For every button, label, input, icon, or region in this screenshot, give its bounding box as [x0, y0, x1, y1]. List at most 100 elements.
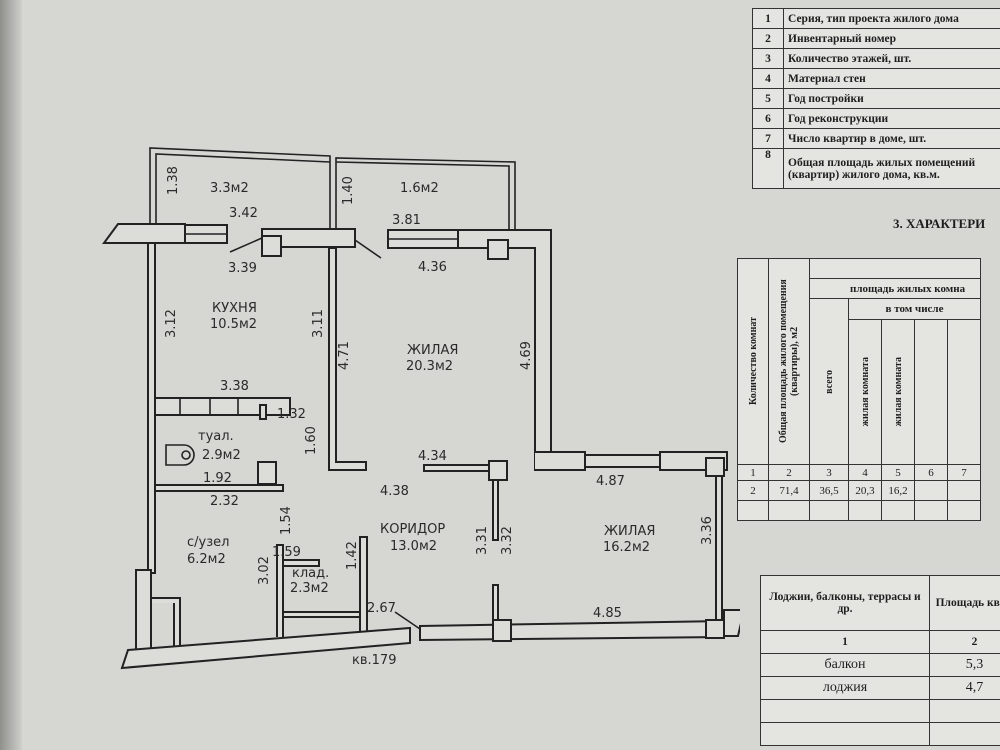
wall [120, 626, 411, 670]
dimension: 4.71 [337, 341, 352, 370]
header-rooms-count: Количество комнат [747, 317, 759, 406]
cell-room2: 16,2 [881, 480, 915, 501]
row-number: 1 [752, 8, 784, 29]
dimension: 2.67 [367, 601, 396, 616]
row-number: 7 [752, 128, 784, 149]
partition [492, 479, 499, 541]
row-label: Материал стен [783, 68, 1000, 89]
row-label: Год реконструкции [783, 108, 1000, 129]
section-title: 3. ХАРАКТЕРИ [893, 216, 986, 231]
balcony-left-wall [149, 147, 331, 235]
dimension: 3.11 [311, 309, 326, 338]
row-label: Инвентарный номер [783, 28, 1000, 49]
row-label: Общая площадь жилых помещений (квартир) … [783, 148, 1000, 189]
cell-living-area: 36,5 [809, 480, 849, 501]
header-living-area: площадь жилых комна [809, 278, 981, 299]
room-area: 2.3м2 [290, 581, 329, 596]
dimension: 1.60 [304, 426, 319, 455]
door-swing [229, 237, 263, 253]
toilet-icon [165, 444, 195, 466]
wall [276, 544, 284, 637]
characteristics-table: Количество комнат Общая площадь жилого п… [737, 258, 981, 521]
wall [423, 464, 491, 472]
row-number: 3 [752, 48, 784, 69]
balcony-right-inner [335, 161, 510, 235]
wall [535, 451, 586, 471]
wall [259, 404, 267, 420]
column [492, 619, 512, 642]
wall [328, 247, 367, 471]
dimension: 1.42 [345, 541, 360, 570]
balcony-left-inner [155, 153, 331, 235]
row-number: 4 [752, 68, 784, 89]
dimension: 3.36 [700, 516, 715, 545]
balcony-right-wall [335, 157, 516, 235]
dimension: 3.42 [229, 206, 258, 221]
room-name: КОРИДОР [380, 522, 445, 537]
room-name: ЖИЛАЯ [407, 343, 458, 358]
column [257, 461, 277, 485]
floor-plan: 3.3м2 1.6м2 КУХНЯ 10.5м2 ЖИЛАЯ 20.3м2 ту… [102, 147, 740, 670]
dimension: 1.59 [272, 545, 301, 560]
row-label: Год постройки [783, 88, 1000, 109]
wall [419, 619, 725, 642]
room-area: 13.0м2 [390, 539, 437, 554]
balcony-area: 5,3 [929, 653, 1000, 677]
column-number: 1 [737, 464, 769, 481]
header-room2: жилая комната [892, 357, 904, 427]
dimension: 4.85 [593, 606, 622, 621]
header-room1: жилая комната [859, 357, 871, 427]
wall [715, 475, 723, 622]
room-name: туал. [198, 429, 234, 444]
wall [723, 609, 740, 637]
column-number: 2 [768, 464, 810, 481]
room-name: клад. [292, 566, 329, 581]
room-area: 2.9м2 [202, 448, 241, 463]
balconies-table: Лоджии, балконы, террасы и др. Площадь к… [760, 575, 1000, 746]
column-number: 5 [881, 464, 915, 481]
dimension: 4.87 [596, 474, 625, 489]
balcony-area: 4,7 [929, 676, 1000, 700]
column-number: 6 [914, 464, 948, 481]
dimension: 3.38 [220, 379, 249, 394]
page-edge [0, 0, 22, 750]
dimension: 1.54 [279, 506, 294, 535]
room-name: с/узел [187, 535, 229, 550]
column-number: 7 [947, 464, 981, 481]
toilet-bowl [181, 450, 191, 460]
header-total-area: Общая площадь жилого помещения (квартиры… [778, 279, 800, 444]
wall [135, 569, 152, 653]
door-swing [354, 239, 382, 259]
column [488, 460, 508, 481]
column [705, 619, 725, 639]
column-number: 2 [929, 630, 1000, 654]
room-name: ЖИЛАЯ [604, 524, 655, 539]
wall [147, 242, 156, 574]
dimension: 3.32 [500, 526, 515, 555]
header-area: Площадь кв.м. [929, 575, 1000, 631]
wall [102, 223, 186, 244]
cell-rooms: 2 [737, 480, 769, 501]
wall [154, 484, 284, 492]
shelf [282, 611, 361, 618]
room-area: 10.5м2 [210, 317, 257, 332]
wall [457, 229, 552, 471]
dimension: 1.92 [203, 471, 232, 486]
row-number: 6 [752, 108, 784, 129]
room-area: 3.3м2 [210, 181, 249, 196]
cell-empty [947, 480, 981, 501]
partition [492, 584, 499, 624]
header-including: в том числе [848, 298, 981, 320]
dimension: 1.40 [341, 176, 356, 205]
dimension: 4.69 [519, 341, 534, 370]
window [584, 454, 661, 468]
counter [154, 397, 291, 416]
column [261, 235, 282, 257]
header-type: Лоджии, балконы, террасы и др. [760, 575, 930, 631]
column-number: 4 [848, 464, 882, 481]
wall [282, 559, 320, 567]
column-number: 1 [760, 630, 930, 654]
dimension: 3.39 [228, 261, 257, 276]
column [705, 457, 725, 477]
